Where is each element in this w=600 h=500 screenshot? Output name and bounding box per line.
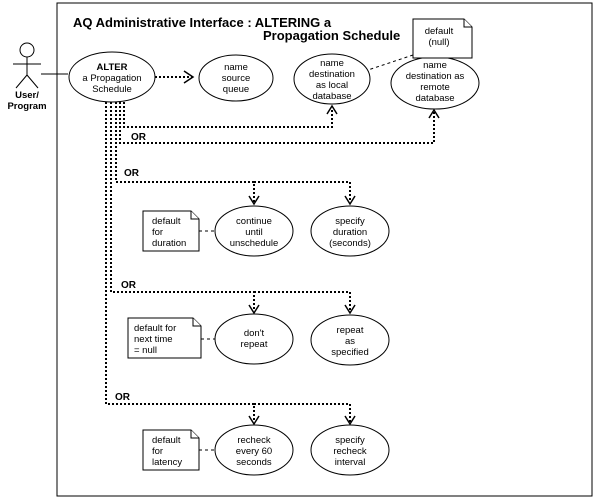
continue-until-unschedule-label: continue until unschedule [230, 216, 279, 249]
svg-text:destination as: destination as [406, 71, 465, 82]
svg-text:unschedule: unschedule [230, 238, 279, 249]
flow-to-specify-recheck-interval [254, 403, 351, 422]
svg-text:continue: continue [236, 216, 272, 227]
default-null-connector [367, 54, 414, 71]
svg-text:next time: next time [134, 334, 173, 345]
duration-default-note [142, 210, 200, 252]
svg-text:default: default [152, 435, 181, 446]
svg-text:duration: duration [333, 227, 367, 238]
alter-label: ALTER a Propagation Schedule [82, 62, 141, 95]
flow-to-dont-repeat [110, 102, 255, 311]
actor-label-line1: User/ [15, 90, 39, 101]
default-null-label: default (null) [425, 26, 454, 48]
svg-text:for: for [152, 227, 163, 238]
source-queue-label: name source queue [222, 62, 251, 95]
or-label-destination: OR [131, 132, 147, 143]
svg-text:seconds: seconds [236, 457, 272, 468]
actor-label-line2: Program [7, 101, 46, 112]
svg-text:specify: specify [335, 216, 365, 227]
or-label-duration: OR [124, 168, 140, 179]
svg-text:source: source [222, 73, 251, 84]
svg-text:(seconds): (seconds) [329, 238, 371, 249]
svg-text:latency: latency [152, 457, 182, 468]
diagram-title-line2: Propagation Schedule [263, 28, 400, 43]
svg-text:database: database [312, 91, 351, 102]
destination-local-label: name destination as local database [309, 58, 355, 102]
svg-text:for: for [152, 446, 163, 457]
svg-text:repeat: repeat [241, 339, 268, 350]
svg-text:default: default [425, 26, 454, 37]
next-time-default-note [127, 317, 202, 359]
svg-text:a Propagation: a Propagation [82, 73, 141, 84]
flow-to-destination-remote [119, 102, 435, 144]
flow-to-continue-until-unschedule [115, 102, 255, 202]
svg-text:Schedule: Schedule [92, 84, 132, 95]
repeat-as-specified-use-case [310, 314, 390, 366]
flow-to-recheck-every-60 [105, 102, 255, 422]
specify-recheck-interval-label: specify recheck interval [333, 435, 367, 468]
specify-duration-use-case [310, 205, 390, 257]
svg-text:destination: destination [309, 69, 355, 80]
default-null-note [412, 18, 473, 59]
source-queue-use-case [198, 54, 274, 102]
duration-note-label: default for duration [152, 216, 186, 249]
specify-duration-label: specify duration (seconds) [329, 216, 371, 249]
svg-text:queue: queue [223, 84, 249, 95]
flow-to-specify-duration [254, 181, 351, 202]
svg-text:name: name [224, 62, 248, 73]
flow-to-destination-local [123, 102, 333, 128]
svg-text:specify: specify [335, 435, 365, 446]
svg-text:name: name [320, 58, 344, 69]
latency-default-note [142, 429, 200, 471]
svg-text:database: database [415, 93, 454, 104]
svg-text:duration: duration [152, 238, 186, 249]
svg-text:default for: default for [134, 323, 176, 334]
destination-local-use-case [293, 53, 371, 105]
recheck-every-60-label: recheck every 60 seconds [236, 435, 272, 468]
destination-remote-label: name destination as remote database [406, 60, 465, 104]
next-time-note-label: default for next time = null [134, 323, 176, 356]
svg-text:name: name [423, 60, 447, 71]
svg-text:specified: specified [331, 347, 369, 358]
diagram-frame [56, 2, 593, 497]
repeat-as-specified-label: repeat as specified [331, 325, 369, 358]
dont-repeat-label: don't repeat [241, 328, 268, 350]
svg-text:interval: interval [335, 457, 366, 468]
or-label-next-time: OR [121, 280, 137, 291]
svg-text:remote: remote [420, 82, 450, 93]
svg-text:every 60: every 60 [236, 446, 272, 457]
svg-text:as: as [345, 336, 355, 347]
or-label-latency: OR [115, 392, 131, 403]
svg-text:don't: don't [244, 328, 265, 339]
svg-text:= null: = null [134, 345, 157, 356]
actor-icon [13, 42, 41, 89]
svg-text:recheck: recheck [333, 446, 367, 457]
svg-text:ALTER: ALTER [97, 62, 128, 73]
latency-note-label: default for latency [152, 435, 182, 468]
svg-text:until: until [245, 227, 262, 238]
svg-text:default: default [152, 216, 181, 227]
flow-to-repeat-as-specified [254, 291, 351, 311]
diagram-title-line1: AQ Administrative Interface : ALTERING a [73, 15, 332, 30]
svg-text:as local: as local [316, 80, 348, 91]
continue-until-unschedule-use-case [214, 205, 294, 257]
svg-text:(null): (null) [428, 37, 449, 48]
svg-text:recheck: recheck [237, 435, 271, 446]
svg-text:repeat: repeat [337, 325, 364, 336]
